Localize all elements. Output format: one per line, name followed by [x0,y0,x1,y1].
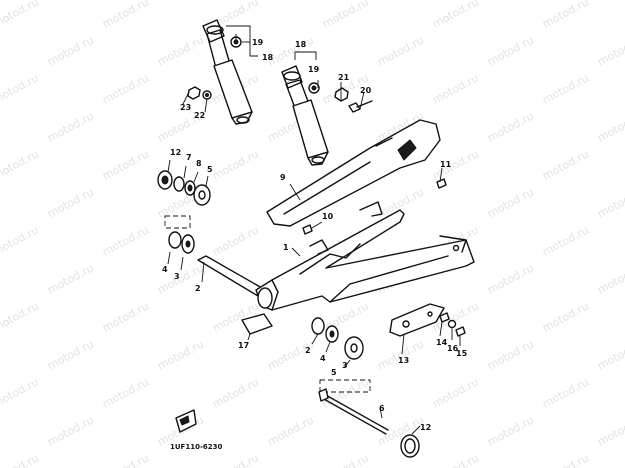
callout-13: 13 [398,356,409,365]
bushing-4-left[interactable] [168,231,182,249]
washer-22[interactable] [202,90,212,100]
pivot-shaft-6[interactable] [318,388,389,435]
swingarm[interactable] [255,201,475,311]
callout-7: 7 [186,153,192,162]
bolt-10[interactable] [302,224,313,235]
callout-4: 4 [320,354,326,363]
callout-18: 18 [295,40,307,49]
callout-5: 5 [331,368,337,377]
callout-12: 12 [420,423,431,432]
bolt-14[interactable] [439,312,450,323]
callout-3: 3 [342,361,348,370]
bolt-15[interactable] [455,326,466,337]
callout-labels: 19 18 18 19 21 20 23 22 12 7 8 5 9 10 11… [162,38,468,432]
callout-4: 4 [162,265,168,274]
thrust-cover-7[interactable] [173,176,185,192]
callout-8: 8 [196,159,202,168]
callout-20: 20 [360,86,372,95]
chain-puller-13[interactable] [389,303,445,337]
callout-18: 18 [262,53,274,62]
callout-3: 3 [174,272,180,281]
callout-22: 22 [194,111,205,120]
bushing-3-left[interactable] [181,234,195,254]
callout-12: 12 [170,148,181,157]
exploded-bracket-bottom [319,379,371,393]
bushing-2-right[interactable] [311,317,325,335]
oil-seal-12-bottom[interactable] [400,434,420,458]
chain-case[interactable] [266,119,441,227]
bushing-19-right[interactable] [308,82,320,94]
shock-absorber-right[interactable] [281,65,329,166]
pivot-shaft-2[interactable] [197,255,263,297]
callout-11: 11 [440,160,452,169]
callout-16: 16 [447,344,459,353]
callout-5: 5 [207,165,213,174]
label-tag-icon [175,409,197,433]
nut-21[interactable] [334,87,349,102]
callout-14: 14 [436,338,448,347]
oil-seal-12-top[interactable] [157,170,173,190]
leader-lines [167,25,461,435]
shock-absorber-left[interactable] [202,19,253,125]
callout-6: 6 [379,404,385,413]
callout-2: 2 [195,284,201,293]
exploded-bracket-top [164,215,191,229]
callout-1: 1 [283,243,289,252]
callout-15: 15 [456,349,468,358]
callout-9: 9 [280,173,286,182]
callout-17: 17 [238,341,249,350]
thrust-cover-5-right[interactable] [344,336,364,360]
callout-21: 21 [338,73,350,82]
nut-16[interactable] [447,319,457,329]
callout-10: 10 [322,212,334,221]
bushing-4-right[interactable] [325,325,339,343]
bolt-11[interactable] [436,178,447,189]
thrust-cover-5-top[interactable] [193,184,211,206]
nut-23[interactable] [187,86,201,100]
callout-2: 2 [305,346,311,355]
label-plate-17[interactable] [241,313,273,335]
callout-19: 19 [252,38,264,47]
oil-seal-8[interactable] [184,180,196,196]
callout-23: 23 [180,103,191,112]
figure-code: 1UF110-6230 [170,443,222,451]
callout-19: 19 [308,65,320,74]
